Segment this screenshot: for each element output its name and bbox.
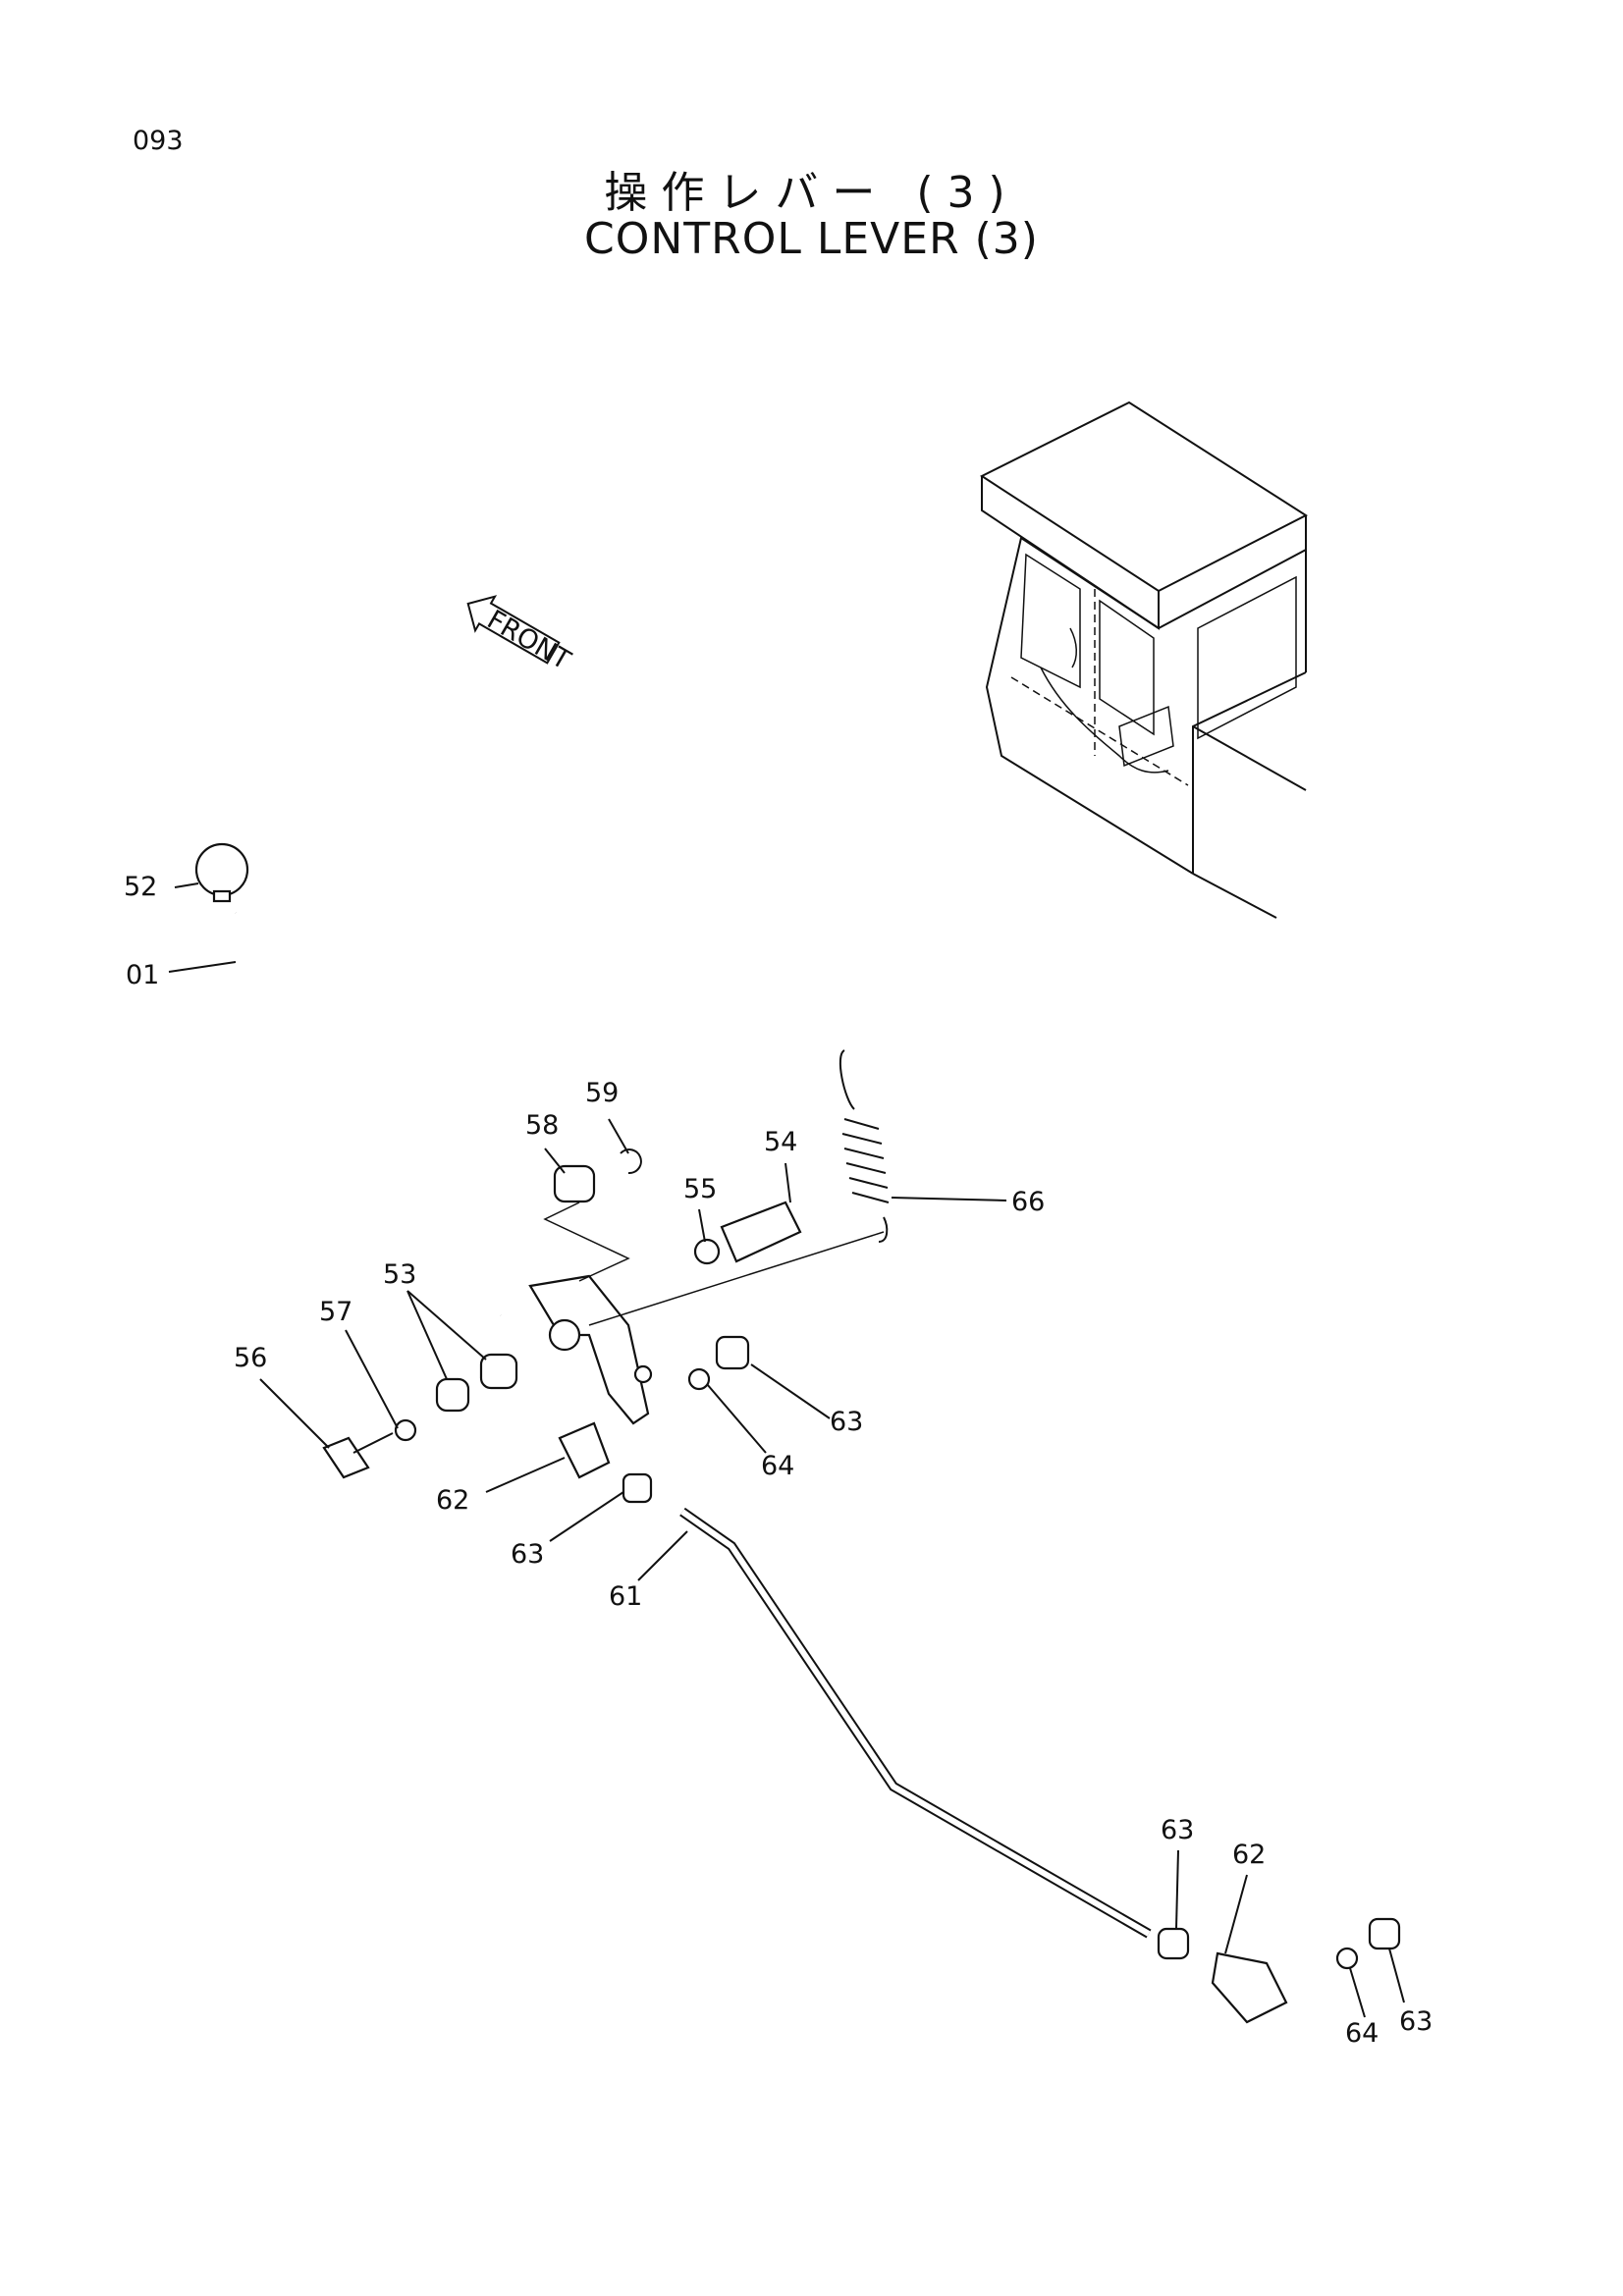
washer-57 [394,1418,417,1442]
nut-63d [1368,1917,1401,1950]
ball-joint-62b [1211,1951,1288,2024]
lever-bracket [528,1274,653,1425]
bushing-53b [435,1377,470,1413]
front-arrow-label: FRONT [482,605,576,676]
callout-63c: 63 [1161,1815,1194,1845]
callout-63d: 63 [1399,2006,1433,2037]
callout-63b: 63 [511,1539,544,1570]
callout-59: 59 [585,1078,619,1108]
bolt-56 [322,1436,370,1479]
clip-59 [620,1148,642,1175]
callout-56: 56 [234,1343,267,1373]
title-japanese: 操作レバー (3) [604,168,1019,218]
callout-64b: 64 [1345,2018,1379,2049]
front-arrow: FRONT [466,595,576,676]
page-number: 093 [133,126,184,156]
callout-57: 57 [319,1297,352,1327]
cab-illustration [979,400,1309,919]
nut-63a [715,1335,750,1370]
title-english: CONTROL LEVER (3) [584,214,1039,264]
callout-62a: 62 [436,1485,469,1516]
callout-54: 54 [764,1127,797,1157]
leader-lines [168,882,1405,2018]
washer-64a [687,1367,711,1391]
bushing-53a [479,1353,518,1390]
callout-01: 01 [126,960,159,990]
callout-labels: 52 01 59 58 54 55 66 53 57 56 63 64 62 6… [124,872,1433,2049]
pin-58 [553,1164,596,1203]
callout-66: 66 [1011,1187,1045,1217]
callout-55: 55 [683,1174,717,1204]
callout-58: 58 [525,1110,559,1141]
spring-66 [839,1049,890,1243]
washer-55 [693,1238,721,1265]
bushing-54 [720,1201,802,1263]
nut-63c [1157,1927,1190,1960]
nut-63b [622,1472,653,1504]
callout-52: 52 [124,872,157,902]
ball-joint-62a [558,1421,611,1479]
callout-64a: 64 [761,1451,794,1481]
lever-rod-01 [235,912,502,1316]
callout-61: 61 [609,1581,642,1612]
callout-63a: 63 [830,1407,863,1437]
callout-62b: 62 [1232,1840,1266,1870]
washer-64b [1335,1947,1359,1970]
callout-53: 53 [383,1259,416,1290]
knob-52 [194,842,249,897]
